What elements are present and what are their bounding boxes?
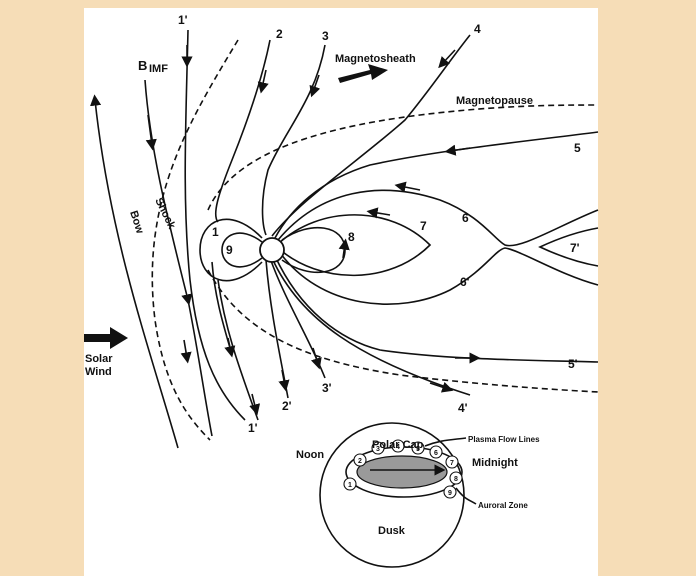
line-number-3p: 3' [322, 381, 332, 395]
polar-number-label: 2 [358, 458, 362, 465]
auroral-zone-shading [357, 456, 447, 488]
line-number-4: 4 [474, 22, 481, 36]
line-number-4p: 4' [458, 401, 468, 415]
field-line-8 [282, 228, 345, 273]
line-number-3: 3 [322, 29, 329, 43]
earth-circle [260, 238, 284, 262]
magnetopause-lower [208, 270, 598, 392]
imf-line-left-1 [95, 100, 178, 448]
field-line-5 [275, 132, 598, 238]
line-number-6p: 6' [460, 275, 470, 289]
midnight-label: Midnight [472, 457, 518, 469]
line-number-2p: 2' [282, 399, 292, 413]
polar-cap-label: Polar Cap [372, 439, 424, 451]
line-number-9: 9 [226, 243, 233, 257]
polar-number-label: 9 [448, 490, 452, 497]
line-number-5: 5 [574, 141, 581, 155]
field-line-7 [278, 215, 430, 276]
solar-wind-label-1: Solar [85, 353, 113, 365]
solar-wind-arrow-icon [84, 327, 128, 349]
line-number-5p: 5' [568, 357, 578, 371]
line-number-7p: 7' [570, 241, 580, 255]
field-line-3 [263, 45, 326, 235]
bow-shock-label-2: Bow [127, 209, 146, 235]
bimf-label-b: B [138, 58, 147, 73]
imf-line-1p-arrow-2 [184, 340, 187, 358]
polar-number-label: 7 [450, 460, 454, 467]
imf-line-left-2 [145, 80, 212, 436]
line-number-2: 2 [276, 27, 283, 41]
field-line-5-arrow [450, 148, 470, 151]
magnetosheath-label: Magnetosheath [335, 53, 416, 65]
line-number-7: 7 [420, 219, 427, 233]
polar-number-label: 1 [348, 482, 352, 489]
auroral-zone-label: Auroral Zone [478, 501, 528, 510]
field-line-1p-lower [218, 280, 258, 420]
field-line-6-arrow [400, 186, 420, 190]
line-number-1p-bottom: 1' [248, 421, 258, 435]
noon-label: Noon [296, 449, 324, 461]
polar-number-label: 6 [434, 450, 438, 457]
solar-wind-label-2: Wind [85, 366, 112, 378]
field-line-6p [278, 248, 598, 304]
magnetopause-label: Magnetopause [456, 95, 533, 107]
line-number-1: 1 [212, 225, 219, 239]
magnetosheath-arrow-icon [338, 64, 388, 83]
dusk-label: Dusk [378, 525, 406, 537]
line-number-6: 6 [462, 211, 469, 225]
field-line-7-arrow [372, 212, 390, 215]
field-line-7p-island [540, 228, 598, 266]
polar-number-label: 8 [454, 476, 458, 483]
bimf-label-sub: IMF [149, 63, 168, 75]
line-number-8: 8 [348, 230, 355, 244]
field-line-2 [216, 40, 270, 222]
plasma-flow-lines-label: Plasma Flow Lines [468, 435, 540, 444]
line-number-1p-top: 1' [178, 13, 188, 27]
